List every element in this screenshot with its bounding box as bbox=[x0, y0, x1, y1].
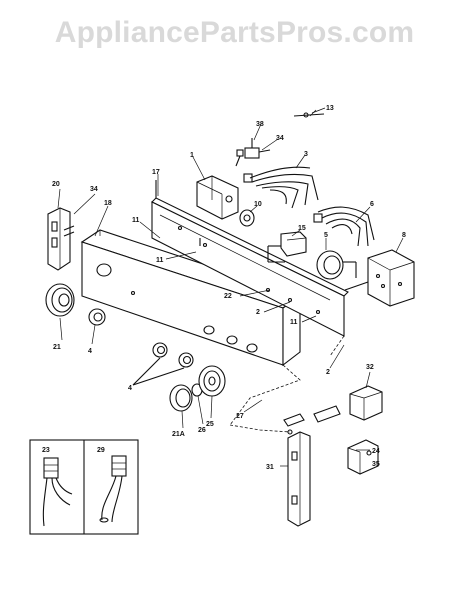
label-17: 17 bbox=[152, 169, 160, 176]
label-20: 20 bbox=[52, 181, 60, 188]
part-13 bbox=[293, 109, 325, 118]
connector-38 bbox=[235, 138, 271, 167]
watermark: AppliancePartsPros.com bbox=[54, 16, 415, 49]
knob-21a bbox=[169, 384, 193, 412]
label-22: 22 bbox=[224, 293, 232, 300]
label-10: 10 bbox=[254, 201, 262, 208]
label-35: 35 bbox=[372, 461, 380, 468]
label-11-c: 11 bbox=[290, 319, 298, 326]
label-6: 6 bbox=[370, 201, 374, 208]
label-15: 15 bbox=[298, 225, 306, 232]
label-29: 29 bbox=[97, 447, 105, 454]
label-26: 26 bbox=[198, 427, 206, 434]
switch-15 bbox=[267, 231, 307, 263]
label-34-top: 34 bbox=[276, 135, 284, 142]
bracket-31 bbox=[283, 413, 311, 527]
label-2-a: 2 bbox=[256, 309, 260, 316]
knob-4-left bbox=[88, 308, 106, 326]
left-bracket bbox=[47, 207, 75, 271]
label-11-a: 11 bbox=[132, 217, 140, 224]
pressure-switch-5 bbox=[316, 250, 357, 280]
label-11-b: 11 bbox=[156, 257, 164, 264]
wire-harness-3 bbox=[243, 166, 319, 209]
label-18: 18 bbox=[104, 200, 112, 207]
label-21a: 21A bbox=[172, 431, 185, 438]
label-4-a: 4 bbox=[88, 348, 92, 355]
label-2-b: 2 bbox=[326, 369, 330, 376]
label-1: 1 bbox=[190, 152, 194, 159]
control-box-8 bbox=[344, 249, 415, 307]
label-34-left: 34 bbox=[90, 186, 98, 193]
label-27: 27 bbox=[236, 413, 244, 420]
part-labels: 13 38 34 3 1 17 20 34 18 11 10 15 5 6 8 … bbox=[42, 105, 406, 471]
label-38: 38 bbox=[256, 121, 264, 128]
knob-21 bbox=[45, 283, 75, 317]
label-8: 8 bbox=[402, 232, 406, 239]
rear-bracket bbox=[151, 197, 349, 337]
label-21: 21 bbox=[53, 344, 61, 351]
label-31: 31 bbox=[266, 464, 274, 471]
dial-25 bbox=[198, 365, 226, 397]
label-32: 32 bbox=[366, 364, 374, 371]
wire-routes bbox=[155, 180, 345, 433]
timer-1 bbox=[196, 175, 239, 220]
knob-group-4 bbox=[132, 342, 194, 386]
label-3: 3 bbox=[304, 151, 308, 158]
label-5: 5 bbox=[324, 232, 328, 239]
label-13: 13 bbox=[326, 105, 334, 112]
leader-lines bbox=[57, 107, 404, 467]
label-24: 24 bbox=[372, 448, 380, 455]
label-23: 23 bbox=[42, 447, 50, 454]
wire-harness-6 bbox=[313, 206, 375, 247]
inset-connectors bbox=[29, 439, 139, 535]
clip-35 bbox=[347, 439, 379, 475]
switch-10 bbox=[239, 209, 255, 227]
bracket-32 bbox=[313, 385, 383, 423]
label-4-b: 4 bbox=[128, 385, 132, 392]
label-25: 25 bbox=[206, 421, 214, 428]
